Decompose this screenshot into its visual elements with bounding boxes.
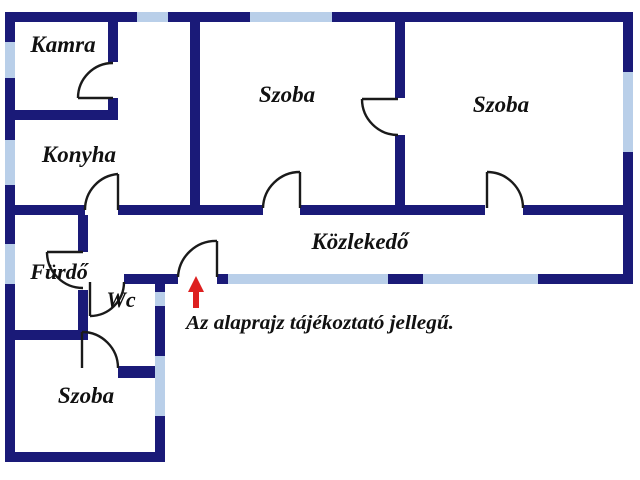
- disclaimer-text: Az alaprajz tájékoztató jellegű.: [184, 312, 454, 334]
- wall: [388, 274, 423, 284]
- window: [623, 72, 633, 152]
- room-label-wc: Wc: [106, 287, 136, 312]
- window: [423, 274, 538, 284]
- wall: [8, 110, 118, 120]
- window: [250, 12, 332, 22]
- window: [5, 244, 15, 284]
- room-label-szoba-middle: Szoba: [259, 82, 315, 107]
- door-arc: [76, 61, 114, 99]
- window: [137, 12, 168, 22]
- room-label-furdo: Fürdő: [29, 259, 89, 284]
- wall: [5, 12, 15, 462]
- wall: [5, 452, 165, 462]
- window: [155, 356, 165, 416]
- door-arc: [89, 281, 126, 318]
- wall: [118, 366, 165, 378]
- door-arc: [45, 251, 84, 290]
- door-arc: [81, 330, 120, 369]
- door-arc: [261, 170, 301, 209]
- door-arc: [83, 172, 119, 211]
- windows: [5, 12, 633, 416]
- wall: [8, 205, 85, 215]
- wall: [108, 98, 118, 120]
- room-label-konyha: Konyha: [41, 142, 116, 167]
- window: [155, 292, 165, 306]
- doors: [45, 61, 525, 369]
- door-arc: [360, 98, 399, 137]
- wall: [523, 205, 633, 215]
- wall: [108, 12, 118, 62]
- room-label-szoba-right: Szoba: [473, 92, 529, 117]
- wall: [190, 12, 200, 215]
- room-label-kamra: Kamra: [29, 32, 95, 57]
- wall: [300, 205, 485, 215]
- room-label-kozlekedo: Közlekedő: [310, 229, 410, 254]
- wall: [395, 12, 405, 98]
- wall: [395, 135, 405, 215]
- door-arc: [176, 239, 218, 278]
- door-arc: [486, 170, 525, 209]
- window: [5, 42, 15, 78]
- window: [5, 140, 15, 185]
- wall: [78, 215, 88, 252]
- wall: [124, 274, 178, 284]
- wall: [118, 205, 263, 215]
- wall: [538, 274, 633, 284]
- wall: [8, 330, 88, 340]
- entrance-arrow-icon: [188, 276, 204, 308]
- wall: [217, 274, 228, 284]
- room-label-szoba-bottom: Szoba: [58, 383, 114, 408]
- wall: [78, 290, 88, 340]
- labels: Kamra Konyha Szoba Szoba Közlekedő Fürdő…: [29, 32, 529, 408]
- window: [228, 274, 388, 284]
